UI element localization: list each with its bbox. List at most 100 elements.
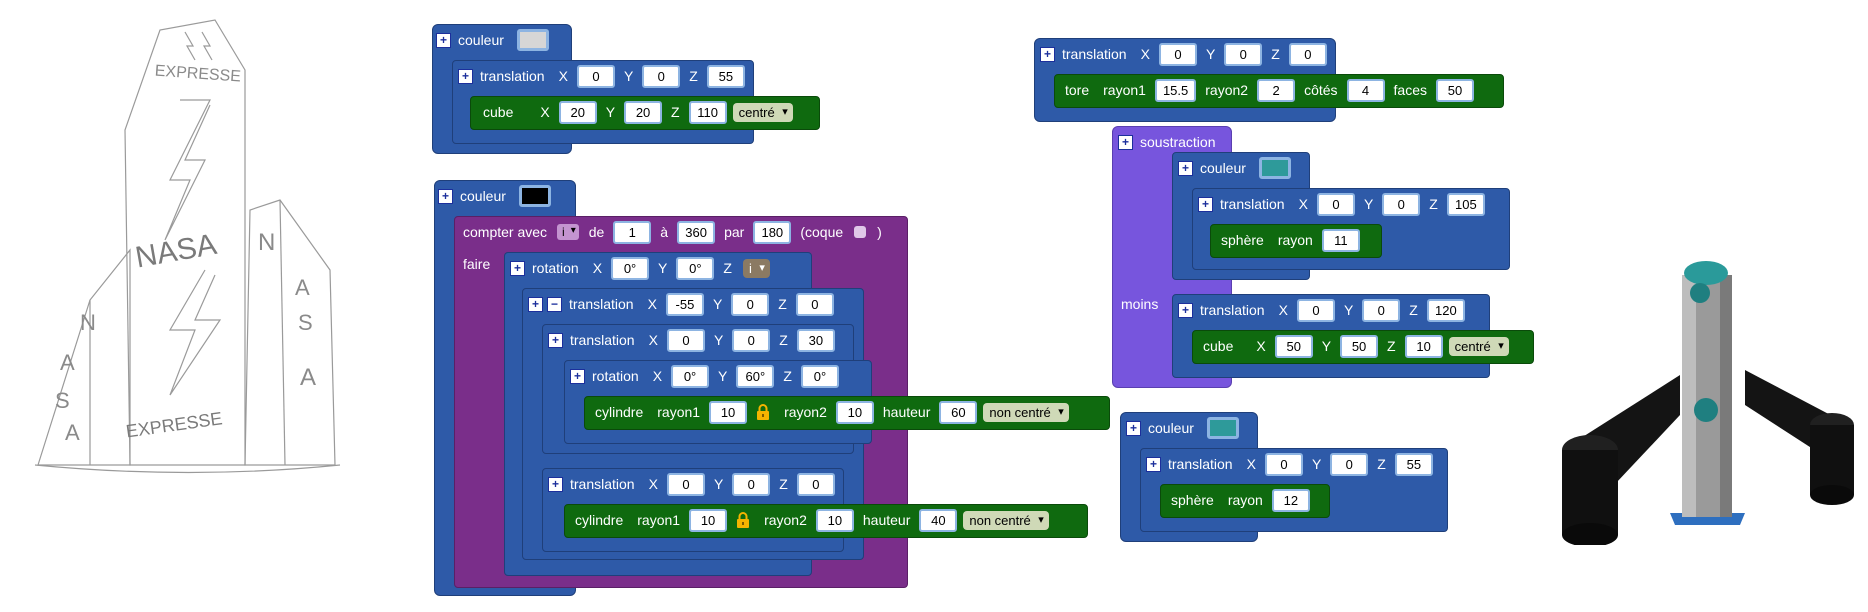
collapse-icon[interactable]: − bbox=[547, 296, 562, 312]
x-input[interactable]: 0 bbox=[1316, 192, 1355, 216]
lock-icon[interactable] bbox=[755, 404, 771, 420]
rayon2-input[interactable]: 2 bbox=[1257, 78, 1296, 102]
y-input[interactable]: 60° bbox=[736, 364, 775, 388]
x-input[interactable]: 0° bbox=[611, 256, 650, 280]
expand-icon[interactable]: + bbox=[1118, 134, 1133, 150]
y-input[interactable]: 0 bbox=[642, 64, 681, 88]
y-input[interactable]: 20 bbox=[624, 100, 663, 124]
centre-dropdown[interactable]: centré bbox=[1448, 336, 1509, 356]
rayon1-input[interactable]: 15.5 bbox=[1154, 78, 1197, 102]
x-input[interactable]: 0 bbox=[1158, 42, 1197, 66]
z-input[interactable]: 0 bbox=[796, 472, 835, 496]
x-input[interactable]: 0 bbox=[666, 472, 705, 496]
lock-icon[interactable] bbox=[735, 512, 751, 528]
expand-icon[interactable]: + bbox=[458, 68, 473, 84]
z-input[interactable]: 105 bbox=[1446, 192, 1485, 216]
hauteur-input[interactable]: 40 bbox=[919, 508, 958, 532]
rayon-input[interactable]: 11 bbox=[1321, 228, 1360, 252]
z-input[interactable]: 120 bbox=[1426, 298, 1465, 322]
y-label: Y bbox=[1321, 338, 1332, 354]
from-input[interactable]: 1 bbox=[613, 220, 652, 244]
sketch-left-letter-n: N bbox=[80, 310, 96, 335]
rayon2-input[interactable]: 10 bbox=[815, 508, 854, 532]
expand-icon[interactable]: + bbox=[1198, 196, 1213, 212]
x-input[interactable]: 0 bbox=[576, 64, 615, 88]
centre-dropdown[interactable]: centré bbox=[732, 102, 793, 122]
rayon1-input[interactable]: 10 bbox=[689, 508, 728, 532]
y-input[interactable]: 0 bbox=[732, 328, 771, 352]
expand-icon[interactable]: + bbox=[436, 32, 451, 48]
x-input[interactable]: 0 bbox=[1296, 298, 1335, 322]
y-input[interactable]: 0 bbox=[1224, 42, 1263, 66]
x-input[interactable]: -55 bbox=[665, 292, 704, 316]
cotes-input[interactable]: 4 bbox=[1346, 78, 1385, 102]
expand-icon[interactable]: + bbox=[1126, 420, 1141, 436]
z-label: Z bbox=[1271, 46, 1280, 62]
z-input[interactable]: 0° bbox=[800, 364, 839, 388]
x-input[interactable]: 0° bbox=[671, 364, 710, 388]
color-swatch-black[interactable] bbox=[518, 185, 551, 207]
centre-dropdown[interactable]: non centré bbox=[983, 402, 1069, 422]
rayon2-label: rayon2 bbox=[764, 512, 807, 528]
z-input[interactable]: 0 bbox=[1288, 42, 1327, 66]
a-label: à bbox=[660, 224, 669, 240]
color-swatch-gray[interactable] bbox=[516, 29, 549, 51]
rayon-input[interactable]: 12 bbox=[1271, 488, 1310, 512]
z-input[interactable]: 10 bbox=[1404, 334, 1443, 358]
loop-var-dropdown[interactable]: i bbox=[557, 224, 579, 240]
z-label: Z bbox=[1387, 338, 1396, 354]
translation-label: translation bbox=[1168, 456, 1233, 472]
z-input[interactable]: 0 bbox=[795, 292, 834, 316]
y-input[interactable]: 50 bbox=[1340, 334, 1379, 358]
z-var-dropdown[interactable]: i bbox=[742, 258, 770, 278]
x-input[interactable]: 0 bbox=[666, 328, 705, 352]
z-input[interactable]: 55 bbox=[706, 64, 745, 88]
expand-icon[interactable]: + bbox=[1178, 160, 1193, 176]
y-input[interactable]: 0 bbox=[732, 472, 771, 496]
expand-icon[interactable]: + bbox=[1178, 302, 1193, 318]
expand-icon[interactable]: + bbox=[570, 368, 585, 384]
color-swatch-teal[interactable] bbox=[1258, 157, 1291, 179]
faces-label: faces bbox=[1393, 82, 1427, 98]
expand-icon[interactable]: + bbox=[510, 260, 525, 276]
sketch-right-letter-n: N bbox=[258, 229, 275, 256]
rayon1-input[interactable]: 10 bbox=[709, 400, 748, 424]
sketch-left-letter-s: S bbox=[55, 388, 70, 413]
y-label: Y bbox=[605, 104, 616, 120]
y-input[interactable]: 0 bbox=[1382, 192, 1421, 216]
y-label: Y bbox=[713, 476, 724, 492]
expand-icon[interactable]: + bbox=[1040, 46, 1055, 62]
y-input[interactable]: 0 bbox=[1362, 298, 1401, 322]
z-input[interactable]: 110 bbox=[688, 100, 727, 124]
x-input[interactable]: 20 bbox=[558, 100, 597, 124]
expand-icon[interactable]: + bbox=[438, 188, 453, 204]
hauteur-input[interactable]: 60 bbox=[939, 400, 978, 424]
x-input[interactable]: 50 bbox=[1274, 334, 1313, 358]
x-input[interactable]: 0 bbox=[1264, 452, 1303, 476]
to-input[interactable]: 360 bbox=[677, 220, 716, 244]
rayon2-input[interactable]: 10 bbox=[835, 400, 874, 424]
faces-input[interactable]: 50 bbox=[1436, 78, 1474, 102]
couleur-label: couleur bbox=[460, 188, 506, 204]
z-input[interactable]: 55 bbox=[1394, 452, 1433, 476]
expand-icon[interactable]: + bbox=[548, 476, 563, 492]
expand-icon[interactable]: + bbox=[1146, 456, 1161, 472]
z-label: Z bbox=[723, 260, 732, 276]
y-label: Y bbox=[1311, 456, 1322, 472]
expand-icon[interactable]: + bbox=[548, 332, 563, 348]
y-input[interactable]: 0 bbox=[731, 292, 770, 316]
z-input[interactable]: 30 bbox=[796, 328, 835, 352]
color-swatch-teal[interactable] bbox=[1206, 417, 1239, 439]
step-input[interactable]: 180 bbox=[753, 220, 792, 244]
sketch-bottom-word: EXPRESSE bbox=[125, 408, 224, 441]
y-input[interactable]: 0 bbox=[1330, 452, 1369, 476]
coque-checkbox[interactable] bbox=[854, 226, 867, 238]
z-label: Z bbox=[1429, 196, 1438, 212]
y-label: Y bbox=[623, 68, 634, 84]
expand-icon[interactable]: + bbox=[528, 296, 543, 312]
x-label: X bbox=[558, 68, 568, 84]
cylindre-label: cylindre bbox=[575, 512, 624, 528]
centre-dropdown[interactable]: non centré bbox=[963, 510, 1049, 530]
y-input[interactable]: 0° bbox=[676, 256, 715, 280]
sphere-label: sphère bbox=[1221, 232, 1264, 248]
